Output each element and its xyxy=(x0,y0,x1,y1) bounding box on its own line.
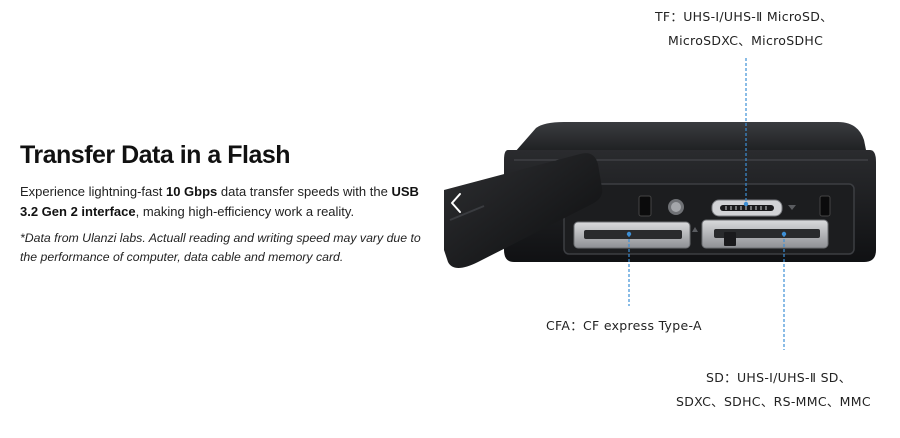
interface-highlight: USB 3.2 Gen 2 interface xyxy=(20,184,419,219)
chevron-left-icon xyxy=(451,193,461,213)
description-text-1: Experience lightning-fast xyxy=(20,184,166,199)
cfa-callout: CFA：CF express Type-A xyxy=(546,318,702,333)
speed-highlight: 10 Gbps xyxy=(165,184,218,199)
feature-description: Experience lightning-fast 10 Gbps data t… xyxy=(20,182,430,222)
dust-flap xyxy=(444,153,603,268)
sd-callout-line-1: SD：UHS-I/UHS-Ⅱ SD、 xyxy=(706,370,852,385)
sd-callout: SD：UHS-I/UHS-Ⅱ SD、 SDXC、SDHC、RS-MMC、MMC xyxy=(676,366,898,414)
tf-callout: TF：UHS-I/UHS-Ⅱ MicroSD、 MicroSDXC、MicroS… xyxy=(655,5,855,53)
tf-callout-line-2: MicroSDXC、MicroSDHC xyxy=(668,33,824,48)
feature-headline: Transfer Data in a Flash xyxy=(20,141,291,169)
card-reader-image xyxy=(444,58,876,350)
sd-callout-line-2: SDXC、SDHC、RS-MMC、MMC xyxy=(676,394,871,409)
tf-callout-line-1: TF：UHS-I/UHS-Ⅱ MicroSD、 xyxy=(655,9,833,24)
feature-copy: Transfer Data in a Flash Experience ligh… xyxy=(20,140,430,267)
description-text-3: , making high-efficiency work a reality. xyxy=(135,204,355,219)
speed-disclaimer: *Data from Ulanzi labs. Actuall reading … xyxy=(20,231,421,264)
description-text-2: data transfer speeds with the xyxy=(217,184,392,199)
product-illustration xyxy=(444,0,900,438)
carousel-prev-button[interactable] xyxy=(444,186,470,220)
